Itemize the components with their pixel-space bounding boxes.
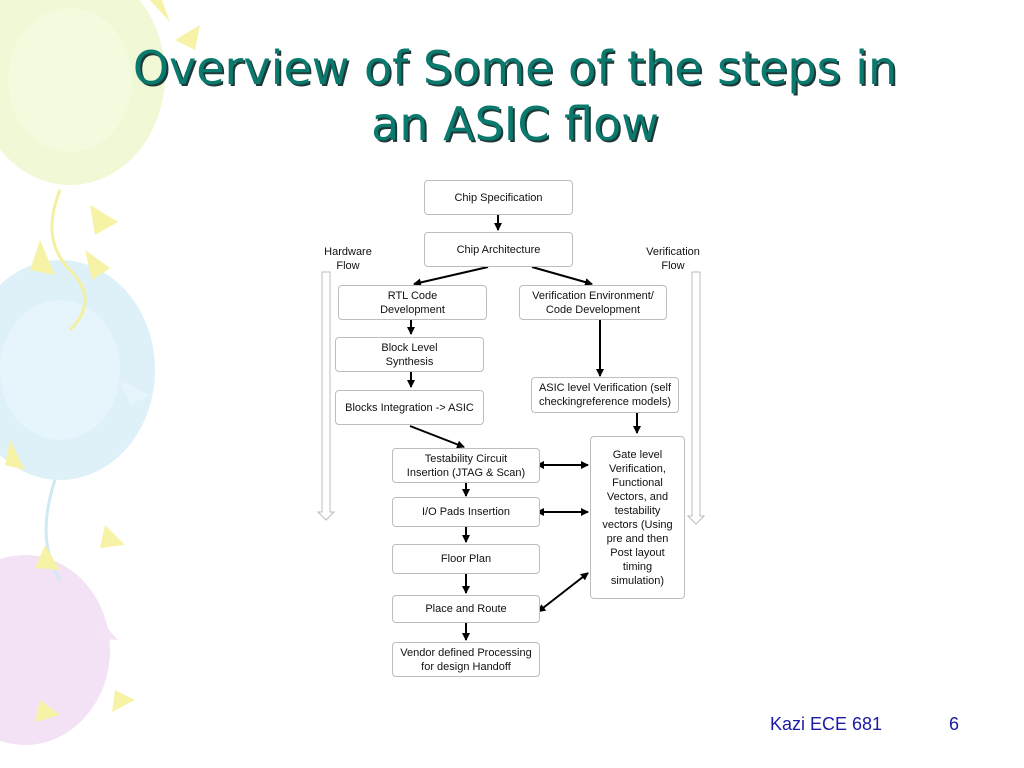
slide-title: Overview of Some of the steps in an ASIC… [60, 40, 970, 152]
verification-flow-arrow [686, 271, 706, 525]
node-place-and-route: Place and Route [392, 595, 540, 623]
node-blocks-integration: Blocks Integration -> ASIC [335, 390, 484, 425]
footer-author: Kazi ECE 681 [770, 714, 883, 734]
node-asic-level-verification: ASIC level Verification (self checkingre… [531, 377, 679, 413]
node-chip-architecture: Chip Architecture [424, 232, 573, 267]
slide-title-line1: Overview of Some of the steps in [132, 41, 898, 95]
node-io-pads-insertion: I/O Pads Insertion [392, 497, 540, 527]
node-floor-plan: Floor Plan [392, 544, 540, 574]
arrow-arch-to-rtl [413, 266, 489, 287]
arrow-place-gate [537, 572, 589, 613]
hardware-flow-label: Hardware Flow [324, 246, 372, 272]
node-chip-specification: Chip Specification [424, 180, 573, 215]
arrow-integration-to-testability [409, 425, 465, 449]
node-verification-environment: Verification Environment/ Code Developme… [519, 285, 667, 320]
node-rtl-code-development: RTL Code Development [338, 285, 487, 320]
node-gate-level-verification: Gate level Verification, Functional Vect… [590, 436, 685, 599]
verification-flow-label: Verification Flow [646, 246, 700, 272]
node-block-level-synthesis: Block Level Synthesis [335, 337, 484, 372]
arrow-arch-to-verif-env [531, 266, 593, 286]
node-vendor-processing: Vendor defined Processing for design Han… [392, 642, 540, 677]
footer-page-number: 6 [949, 714, 960, 734]
slide-title-line2: an ASIC flow [371, 97, 659, 151]
node-testability-circuit-insertion: Testability Circuit Insertion (JTAG & Sc… [392, 448, 540, 483]
hardware-flow-arrow [316, 271, 336, 521]
